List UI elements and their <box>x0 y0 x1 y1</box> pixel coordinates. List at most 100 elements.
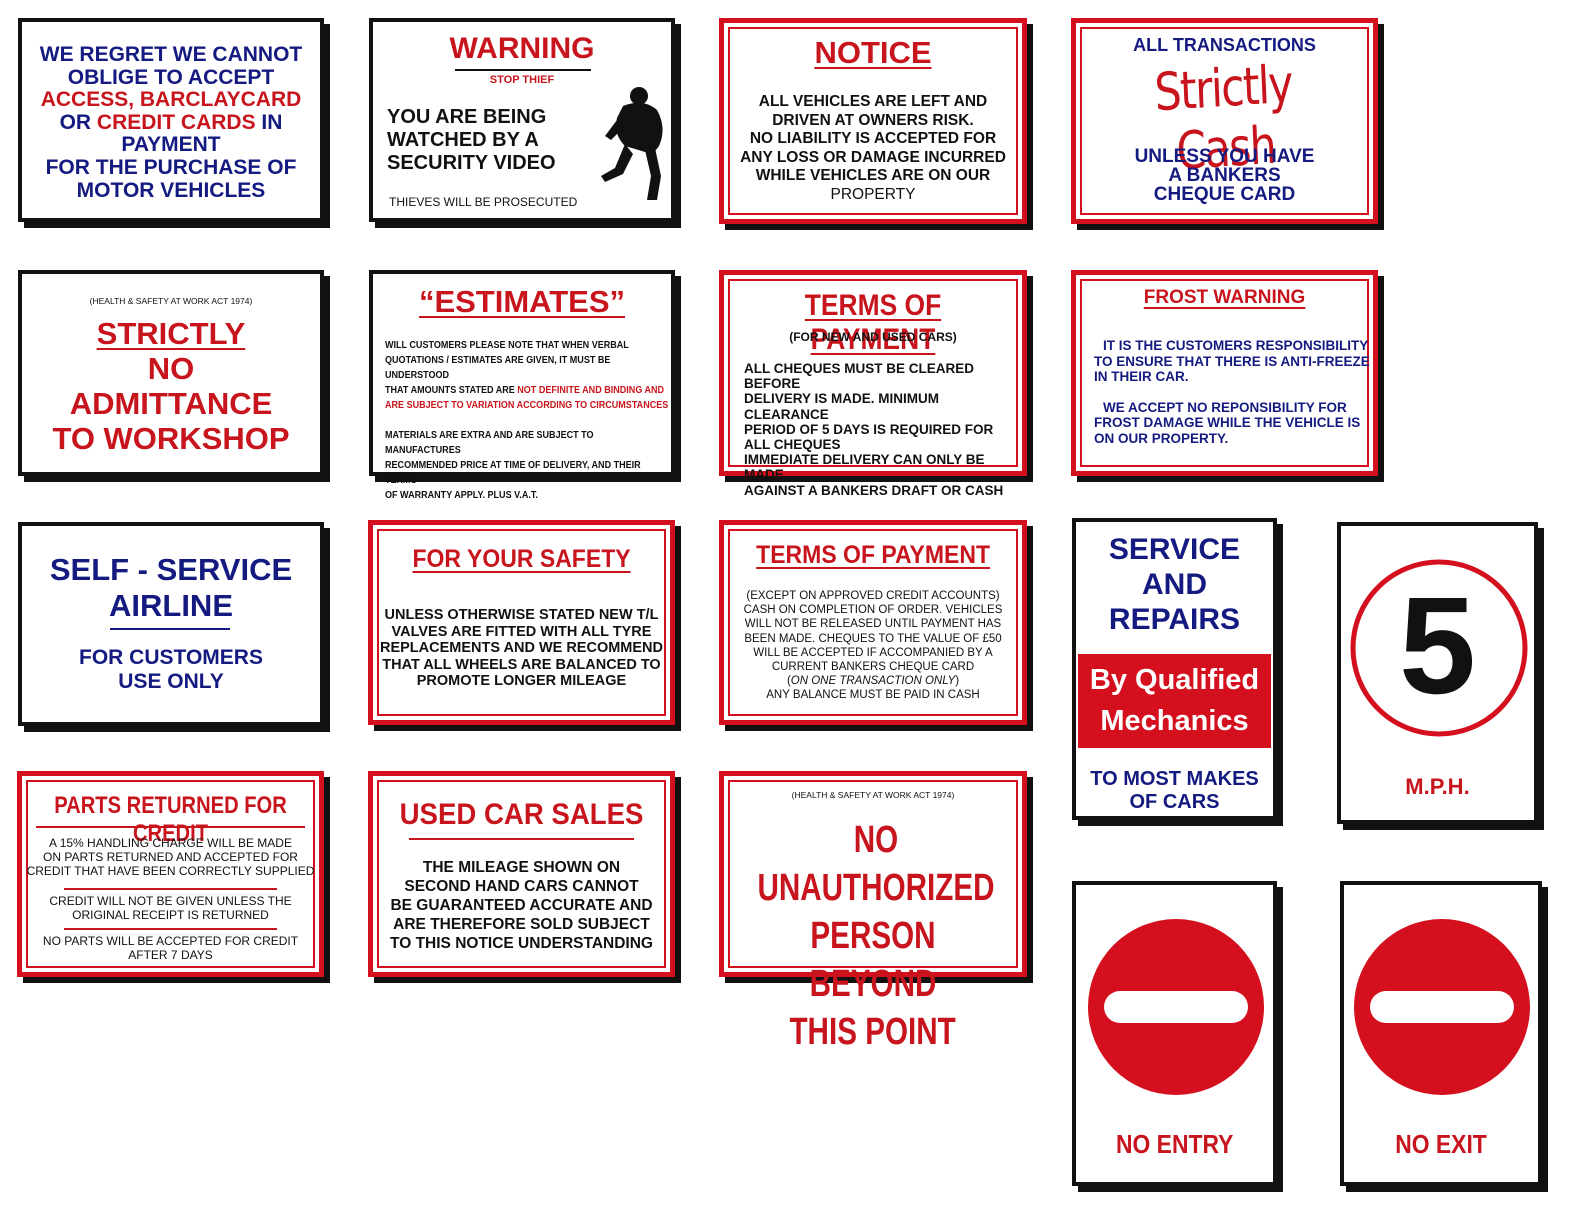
divider-rule <box>64 888 277 890</box>
sign-terms-payment-1: TERMS OF PAYMENT (FOR NEW AND USED CARS)… <box>719 270 1027 498</box>
text-line: THE MILEAGE SHOWN ON <box>422 859 621 876</box>
title-text: “ESTIMATES” <box>418 284 626 319</box>
title-rule <box>110 628 230 630</box>
sign-parts-returned: PARTS RETURNED FOR CREDIT A 15% HANDLING… <box>17 771 324 977</box>
text-red: NOT DEFINITE AND BINDING AND <box>517 384 665 396</box>
no-entry-icon <box>1088 919 1264 1095</box>
sign-body: IT IS THE CUSTOMERS RESPONSIBILITY TO EN… <box>1094 338 1370 446</box>
sign-body: WILL CUSTOMERS PLEASE NOTE THAT WHEN VER… <box>385 338 669 503</box>
text-line: AGAINST A BANKERS DRAFT OR CASH <box>744 482 1004 498</box>
text-line: ALL CHEQUES MUST BE CLEARED BEFORE <box>744 361 975 392</box>
text-line: AIRLINE <box>109 588 233 623</box>
sign-credit-cards-text: WE REGRET WE CANNOT OBLIGE TO ACCEPT ACC… <box>22 43 320 202</box>
text-line: CREDIT THAT HAVE BEEN CORRECTLY SUPPLIED <box>26 864 315 878</box>
text-line: By Qualified <box>1089 664 1260 696</box>
text-line: BE GUARANTEED ACCURATE AND <box>390 897 653 914</box>
text-line: ANY BALANCE MUST BE PAID IN CASH <box>766 689 980 702</box>
sign-no-entry: NO ENTRY <box>1072 881 1277 1186</box>
sign-notice: NOTICE ALL VEHICLES ARE LEFT AND DRIVEN … <box>719 18 1027 224</box>
sign-terms-payment-2: TERMS OF PAYMENT (EXCEPT ON APPROVED CRE… <box>719 520 1027 725</box>
text-line: WILL BE ACCEPTED IF ACCOMPANIED BY A <box>753 646 993 659</box>
text-line-red: ACCESS, BARCLAYCARD <box>40 88 302 112</box>
text-line: REPAIRS <box>1108 603 1241 636</box>
sign-p1: A 15% HANDLING CHARGE WILL BE MADE ON PA… <box>22 836 319 878</box>
text-line: NO UNAUTHORIZED <box>757 819 995 909</box>
text-line: UNLESS OTHERWISE STATED NEW T/L <box>384 607 659 623</box>
sign-body: NO UNAUTHORIZED PERSON BEYOND THIS POINT <box>724 816 1022 1056</box>
sign-title: PARTS RETURNED FOR CREDIT <box>22 792 319 848</box>
sign-no-admittance: (HEALTH & SAFETY AT WORK ACT 1974) STRIC… <box>18 270 324 476</box>
label-text: NO ENTRY <box>1115 1129 1234 1159</box>
text-line: THIS POINT <box>789 1011 957 1053</box>
text-line: BEEN MADE. CHEQUES TO THE VALUE OF £50 <box>744 632 1002 645</box>
text-line: TO ENSURE THAT THERE IS ANTI-FREEZE <box>1094 353 1370 369</box>
title-text: USED CAR SALES <box>399 798 644 831</box>
title-text: FROST WARNING <box>1143 287 1306 308</box>
text-line: CHEQUE CARD <box>1153 184 1296 205</box>
text-line: OBLIGE TO ACCEPT <box>67 65 275 89</box>
sign-title: TERMS OF PAYMENT <box>724 541 1022 570</box>
sign-top-line: ALL TRANSACTIONS <box>1133 35 1316 55</box>
text-line: SECURITY VIDEO <box>387 152 556 174</box>
text-line: OF CARS <box>1129 791 1220 813</box>
sign-small-text: (HEALTH & SAFETY AT WORK ACT 1974) <box>89 296 253 306</box>
text-line: IT IS THE CUSTOMERS RESPONSIBILITY <box>1103 338 1369 353</box>
sign-subtitle: (FOR NEW AND USED CARS) <box>789 330 957 344</box>
title-text: TERMS OF PAYMENT <box>804 289 942 356</box>
text-line: ADMITTANCE <box>69 386 273 421</box>
thief-silhouette-icon <box>601 87 663 200</box>
text-line: PERSON BEYOND <box>809 915 937 1005</box>
text-line: FOR CUSTOMERS <box>79 646 263 669</box>
text-line: CASH ON COMPLETION OF ORDER. VEHICLES <box>743 604 1003 617</box>
text-line: WATCHED BY A <box>387 129 539 151</box>
sign-airline: SELF - SERVICE AIRLINE FOR CUSTOMERS USE… <box>18 522 324 726</box>
text-line: CURRENT BANKERS CHEQUE CARD <box>771 661 975 674</box>
label-text: NO EXIT <box>1395 1129 1487 1159</box>
sign-body: THE MILEAGE SHOWN ON SECOND HAND CARS CA… <box>373 858 670 953</box>
text-line: WILL NOT BE RELEASED UNTIL PAYMENT HAS <box>744 618 1002 631</box>
text-line: ALL CHEQUES <box>744 437 841 453</box>
text-line: SELF - SERVICE <box>49 552 293 587</box>
title-text: NOTICE <box>814 35 932 70</box>
text-line: IN THEIR CAR. <box>1094 369 1189 384</box>
speed-limit-roundel-icon <box>1350 559 1528 737</box>
sign-speed-limit: 5 M.P.H. <box>1337 522 1538 824</box>
sign-title: FROST WARNING <box>1076 287 1373 309</box>
text-red: CREDIT CARDS <box>96 110 256 134</box>
text-line: NO LIABILITY IS ACCEPTED FOR <box>749 130 997 147</box>
text-paren: ( <box>786 675 791 688</box>
text-line: FOR THE PURCHASE OF <box>45 155 297 179</box>
text-line: TO THIS NOTICE UNDERSTANDING <box>390 935 653 952</box>
sign-title: TERMS OF PAYMENT <box>724 289 1022 357</box>
text-line: QUOTATIONS / ESTIMATES ARE GIVEN, IT MUS… <box>385 354 611 381</box>
text-or: OR <box>59 110 97 134</box>
text-line: NO <box>147 351 195 386</box>
text-line: A 15% HANDLING CHARGE WILL BE MADE <box>49 836 292 850</box>
text-line: ON OUR PROPERTY. <box>1094 430 1229 446</box>
text-line: PERIOD OF 5 DAYS IS REQUIRED FOR <box>744 421 994 437</box>
sign-strictly-cash: ALL TRANSACTIONS Strictly Cash UNLESS YO… <box>1071 18 1378 224</box>
text-line: WHILE VEHICLES ARE ON OUR <box>755 167 991 184</box>
sign-credit-cards: WE REGRET WE CANNOT OBLIGE TO ACCEPT ACC… <box>18 18 324 222</box>
text-line: FROST DAMAGE WHILE THE VEHICLE IS <box>1094 415 1361 430</box>
sign-frost-warning: FROST WARNING IT IS THE CUSTOMERS RESPON… <box>1071 270 1378 476</box>
text-line: IMMEDIATE DELIVERY CAN ONLY BE MADE <box>744 452 985 483</box>
text-line: ARE THEREFORE SOLD SUBJECT <box>393 916 650 933</box>
title-rule <box>455 69 591 71</box>
sign-title: WARNING <box>449 32 595 65</box>
sign-title: NOTICE <box>724 35 1022 71</box>
sign-warning-thief: WARNING STOP THIEF YOU ARE BEING WATCHED… <box>369 18 675 222</box>
text-line: AFTER 7 DAYS <box>128 948 213 962</box>
text-line: PAYMENT <box>121 133 221 157</box>
sign-body: UNLESS YOU HAVE A BANKERS CHEQUE CARD <box>1076 147 1373 204</box>
sign-estimates: “ESTIMATES” WILL CUSTOMERS PLEASE NOTE T… <box>369 270 675 501</box>
text-line: MOTOR VEHICLES <box>76 178 266 202</box>
sign-body: (EXCEPT ON APPROVED CREDIT ACCOUNTS) CAS… <box>724 589 1022 703</box>
sign-body: TO MOST MAKES OF CARS <box>1076 768 1273 814</box>
text-line: PROMOTE LONGER MILEAGE <box>416 673 627 689</box>
divider-rule <box>64 928 277 930</box>
text-line: TO WORKSHOP <box>52 421 290 456</box>
text-line: Mechanics <box>1100 705 1249 737</box>
text-line: ANY LOSS OR DAMAGE INCURRED <box>740 148 1006 166</box>
text-paren: ) <box>955 675 960 688</box>
